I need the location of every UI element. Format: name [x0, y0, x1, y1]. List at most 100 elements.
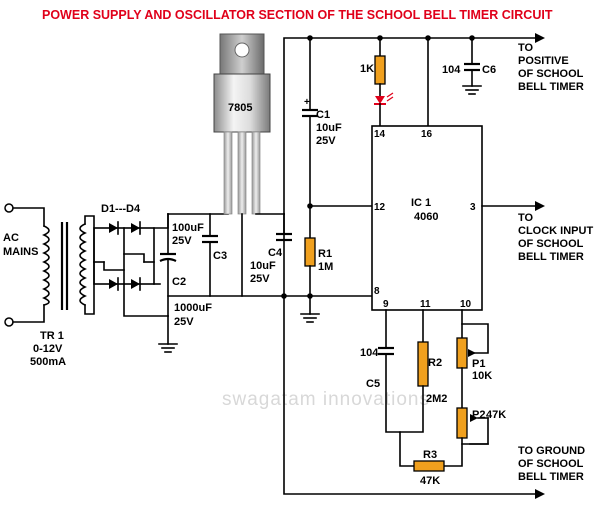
junction-7 — [469, 35, 475, 41]
c1-plus: + — [304, 97, 310, 108]
r3-value: 47K — [420, 475, 440, 487]
positive-rail — [283, 37, 536, 215]
capacitor-c5: 104 C5 — [360, 346, 394, 390]
c3-voltage: 25V — [172, 235, 192, 247]
p2-value: 47K — [486, 409, 506, 421]
c4-voltage: 25V — [250, 273, 270, 285]
p1-value: 10K — [472, 370, 492, 382]
r3-name: R3 — [423, 449, 437, 461]
to-ground-1: TO GROUND — [518, 445, 585, 457]
to-ground-3: BELL TIMER — [518, 471, 584, 483]
pin-11: 11 — [420, 299, 431, 310]
c1-voltage: 25V — [316, 135, 336, 147]
regulator-label: 7805 — [228, 102, 252, 114]
capacitor-c2: C2 1000uF 25V — [159, 213, 212, 328]
junction-3 — [307, 203, 313, 209]
junction-4 — [307, 293, 313, 299]
label-to-positive: TO POSITIVE OF SCHOOL BELL TIMER — [518, 42, 584, 93]
c1-value: 10uF — [316, 122, 342, 134]
ac-mains: AC MAINS — [3, 203, 45, 327]
potentiometer-p2: P2 47K — [456, 407, 506, 445]
diode-d2 — [131, 221, 141, 235]
led — [374, 92, 394, 105]
label-to-ground: TO GROUND OF SCHOOL BELL TIMER — [518, 445, 585, 483]
arrow-positive — [535, 33, 545, 43]
regulator-7805: 7805 — [213, 33, 271, 215]
junction-6 — [425, 35, 431, 41]
c5-name: C5 — [366, 378, 380, 390]
to-positive-2: POSITIVE — [518, 55, 569, 67]
arrow-clock — [535, 201, 545, 211]
to-clock-4: BELL TIMER — [518, 251, 584, 263]
ac-terminal-bottom — [4, 317, 14, 327]
to-clock-3: OF SCHOOL — [518, 238, 584, 250]
to-positive-1: TO — [518, 42, 534, 54]
c2-voltage: 25V — [174, 316, 194, 328]
c6-value: 104 — [442, 64, 461, 76]
pin-3: 3 — [470, 202, 476, 213]
diode-d1 — [109, 221, 119, 235]
ground-symbol-r1 — [300, 313, 320, 323]
c5-value: 104 — [360, 347, 379, 359]
capacitor-c6: 104 C6 — [442, 62, 496, 95]
primary-coil — [42, 224, 50, 306]
c4-name: C4 — [268, 247, 283, 259]
diode-d4 — [131, 277, 141, 291]
p1-name: P1 — [472, 358, 485, 370]
diagram-title: POWER SUPPLY AND OSCILLATOR SECTION OF T… — [42, 8, 553, 22]
c6-name: C6 — [482, 64, 496, 76]
r-led-value: 1K — [360, 63, 374, 75]
pin-12: 12 — [374, 202, 386, 213]
junction-1 — [281, 293, 287, 299]
transformer-voltage: 0-12V — [33, 343, 63, 355]
ac-terminal-top — [4, 203, 14, 213]
ic-part: 4060 — [414, 211, 438, 223]
potentiometer-p1: P1 10K — [456, 323, 492, 382]
transformer-label: TR 1 — [40, 330, 64, 342]
c4-value: 10uF — [250, 260, 276, 272]
ic-name: IC 1 — [411, 197, 431, 209]
c3-value: 100uF — [172, 222, 204, 234]
c3-name: C3 — [213, 250, 227, 262]
capacitor-c1: + C1 10uF 25V — [302, 97, 342, 239]
r1-value: 1M — [318, 261, 333, 273]
capacitor-c3: 100uF 25V C3 — [172, 213, 227, 297]
to-clock-2: CLOCK INPUT — [518, 225, 593, 237]
junction-5 — [377, 35, 383, 41]
c2-value: 1000uF — [174, 302, 212, 314]
r2-name: R2 — [428, 357, 442, 369]
pin-9: 9 — [383, 299, 389, 310]
pin-10: 10 — [460, 299, 472, 310]
ground-symbol-left — [158, 343, 178, 353]
ground-rail — [283, 213, 536, 495]
diode-d3 — [109, 277, 119, 291]
r1-name: R1 — [318, 248, 332, 260]
pin-14: 14 — [374, 129, 386, 140]
c1-name: C1 — [316, 109, 330, 121]
resistor-r3: R3 47K — [413, 449, 445, 487]
transformer-current: 500mA — [30, 356, 66, 368]
to-positive-4: BELL TIMER — [518, 81, 584, 93]
resistor-r1: R1 1M — [304, 237, 333, 315]
pin-8: 8 — [374, 286, 380, 297]
arrow-ground — [535, 489, 545, 499]
ac-label-2: MAINS — [3, 246, 38, 258]
secondary-coil — [79, 222, 87, 307]
resistor-1k: 1K — [360, 55, 386, 85]
watermark: swagatam innovations — [222, 389, 430, 410]
diode-bridge-label: D1---D4 — [101, 203, 141, 215]
transformer: TR 1 0-12V 500mA — [30, 222, 87, 368]
to-ground-2: OF SCHOOL — [518, 458, 584, 470]
label-to-clock: TO CLOCK INPUT OF SCHOOL BELL TIMER — [518, 212, 593, 263]
capacitor-c4: C4 10uF 25V — [250, 213, 292, 285]
ic-4060: IC 1 4060 14 16 12 3 8 9 11 10 — [371, 125, 483, 311]
to-clock-1: TO — [518, 212, 534, 224]
p2-name: P2 — [472, 409, 485, 421]
ac-label-1: AC — [3, 232, 19, 244]
bridge-rectifier: D1---D4 — [93, 203, 155, 291]
c2-name: C2 — [172, 276, 186, 288]
resistor-r2: R2 2M2 — [417, 341, 447, 405]
to-positive-3: OF SCHOOL — [518, 68, 584, 80]
junction-2 — [307, 35, 313, 41]
